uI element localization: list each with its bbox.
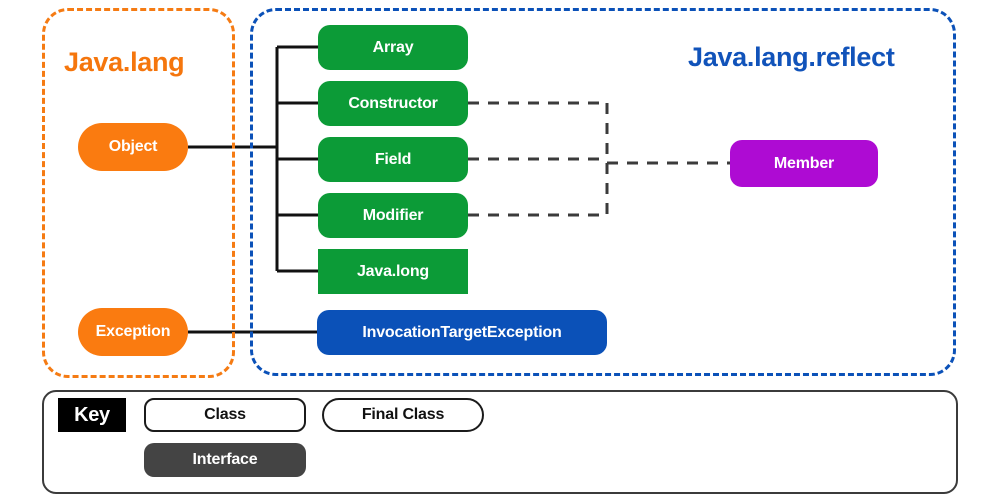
- panel-java-lang-reflect: [250, 8, 956, 376]
- node-modifier[interactable]: Modifier: [318, 193, 468, 238]
- node-java-long[interactable]: Java.long: [318, 249, 468, 294]
- legend-item-final-class: Final Class: [322, 398, 484, 432]
- panel-title-java-lang-reflect: Java.lang.reflect: [688, 42, 895, 72]
- node-constructor[interactable]: Constructor: [318, 81, 468, 126]
- legend-key-label: Key: [58, 398, 126, 432]
- node-member[interactable]: Member: [730, 140, 878, 187]
- node-exception[interactable]: Exception: [78, 308, 188, 356]
- node-array[interactable]: Array: [318, 25, 468, 70]
- legend-item-interface: Interface: [144, 443, 306, 477]
- panel-title-java-lang: Java.lang: [64, 47, 185, 77]
- node-object[interactable]: Object: [78, 123, 188, 171]
- node-invocation-target-exception[interactable]: InvocationTargetException: [317, 310, 607, 355]
- node-field[interactable]: Field: [318, 137, 468, 182]
- legend-item-class: Class: [144, 398, 306, 432]
- panel-java-lang: [42, 8, 235, 378]
